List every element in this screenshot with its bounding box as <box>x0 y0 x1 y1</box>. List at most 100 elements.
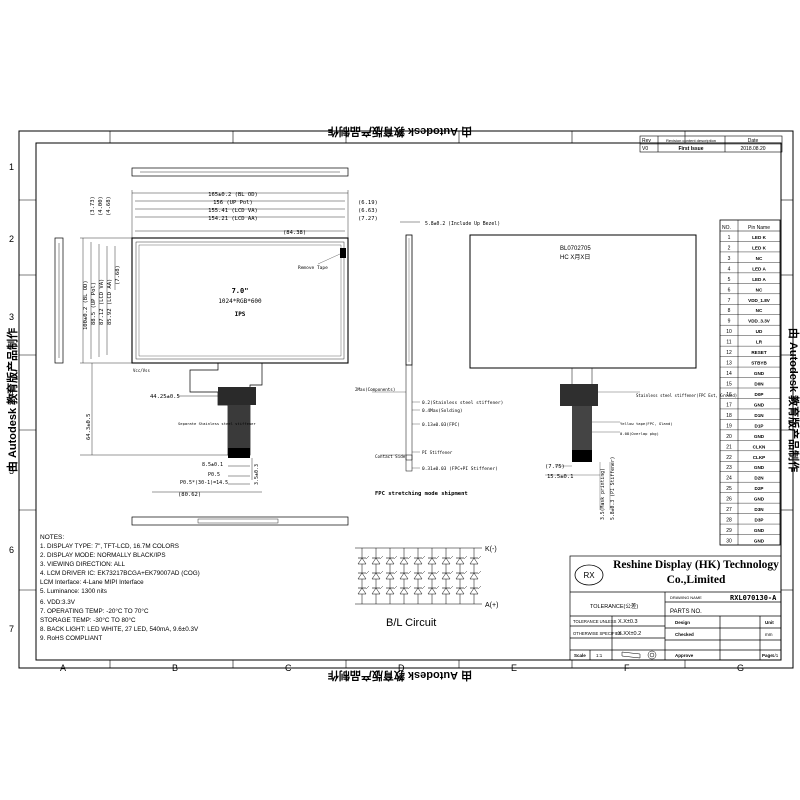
company-logo <box>574 564 604 586</box>
design-label: Design <box>675 620 690 625</box>
left-dimension-lines <box>80 237 132 364</box>
fpc-gold-fingers <box>228 448 250 458</box>
tol-unless-label: TOLERANCE UNLESS <box>573 619 617 624</box>
pin-number: 21 <box>726 444 732 450</box>
back-label-1: BL0702705 <box>560 246 591 252</box>
led-diode-icon <box>385 587 395 595</box>
pin-number: 24 <box>726 476 732 482</box>
pin-name: LR <box>756 340 763 345</box>
dim-583: 5.8±0.3 (PI Stiffener) <box>610 456 616 520</box>
pin-name: VDD_3.3V <box>748 319 771 324</box>
pin-name: LED A <box>752 266 766 271</box>
note-line: 8. BACK LIGHT: LED WHITE, 27 LED, 540mA,… <box>40 626 199 633</box>
back-label-2: HC X月X日 <box>560 254 590 261</box>
pin-number: 12 <box>726 350 732 356</box>
fpc-stiffener-block <box>218 387 256 405</box>
pin-number: 19 <box>726 423 732 429</box>
company-name: Reshine Display (HK) Technology Co.,Limi… <box>613 559 779 586</box>
scale-label: Scale <box>574 653 586 658</box>
side-thickness: 5.8±0.2 (Include Up Bezel) <box>425 221 500 227</box>
led-diode-icon <box>357 572 367 580</box>
back-panel-outline <box>469 234 697 369</box>
led-light-arrow <box>435 555 440 560</box>
led-light-arrow <box>435 570 440 575</box>
pin-number: 9 <box>728 319 731 325</box>
note-line: 9. RoHS COMPLIANT <box>40 635 102 642</box>
pin-name: D3P <box>755 518 764 523</box>
back-steel-note: Stainless steel stiffener(FPC Ext, Groun… <box>636 393 737 398</box>
led-light-arrow <box>407 555 412 560</box>
pin-number: 14 <box>726 371 732 377</box>
pin-number: 27 <box>726 507 732 513</box>
note-line: 6. VDD:3.3V <box>40 599 76 606</box>
pin-number: 18 <box>726 413 732 419</box>
pin-number: 1 <box>728 235 731 241</box>
title-block: RX Reshine Display (HK) Technology Co.,L… <box>569 555 782 661</box>
pin-name: CLKN <box>753 444 766 449</box>
led-light-arrow <box>393 570 398 575</box>
side-pi-stiffener: PI Stiffener <box>422 450 453 455</box>
pin-name: D0N <box>754 382 764 387</box>
pin-number: 13 <box>726 361 732 367</box>
led-light-arrow <box>365 570 370 575</box>
pin-name: CLKP <box>753 455 766 460</box>
led-diode-icon <box>357 587 367 595</box>
dim-35: 3.5(Mask printing) <box>600 468 606 520</box>
led-diode-icon <box>455 587 465 595</box>
tol-unless-value: X.X±0.3 <box>618 619 638 625</box>
led-light-arrow <box>379 555 384 560</box>
pin-number: 26 <box>726 497 732 503</box>
tol-other-label: OTHERWISE SPECIFIED <box>573 631 622 636</box>
pin-number: 28 <box>726 518 732 524</box>
shipment-note: FPC stretching mode shipment <box>375 491 468 497</box>
led-diode-icon <box>455 557 465 565</box>
dim-right-1: (6.19) <box>358 200 378 206</box>
pin-number: 17 <box>726 402 732 408</box>
dim-lcd-va-width: 155.41 (LCD VA) <box>208 208 258 214</box>
dim-155: 15.5±0.1 <box>547 474 574 480</box>
led-diode-icon <box>413 572 423 580</box>
pin-number: 15 <box>726 382 732 388</box>
led-light-arrow <box>477 585 482 590</box>
led-light-arrow <box>435 585 440 590</box>
dim-small-3: (4.68) <box>106 196 112 216</box>
led-grid <box>357 548 482 604</box>
drawing-frame <box>18 130 794 669</box>
led-diode-icon <box>427 587 437 595</box>
back-tape-1: Yellow tape(FPC, Gland) <box>620 421 673 426</box>
row-label: 4 <box>9 388 14 398</box>
page-value: 1/1 <box>772 653 779 658</box>
pin-name: GND <box>754 465 765 470</box>
watermark-top: 由 Autodesk 教育版产品制作 <box>328 125 472 139</box>
dim-conn-e: 3.5±0.3 <box>254 464 260 485</box>
dim-lcd-aa-width: 154.21 (LCD AA) <box>208 216 258 222</box>
dim-lcd-aa-height: 85.92 (LCD AA) <box>107 279 113 325</box>
side-fpc <box>405 365 413 461</box>
column-label: D <box>398 663 405 673</box>
dim-small-2: (4.00) <box>98 196 104 216</box>
circuit-k-label: K(-) <box>485 546 497 553</box>
led-diode-icon <box>413 587 423 595</box>
led-light-arrow <box>421 570 426 575</box>
dim-conn-a: 8.5±0.1 <box>202 462 223 468</box>
pin-name: D2P <box>755 486 764 491</box>
led-diode-icon <box>427 572 437 580</box>
pin-name: GND <box>754 371 765 376</box>
pin-number: 20 <box>726 434 732 440</box>
led-light-arrow <box>449 555 454 560</box>
row-label: 3 <box>9 312 14 322</box>
led-light-arrow <box>449 570 454 575</box>
led-light-arrow <box>421 555 426 560</box>
side-panel-outline <box>405 234 413 366</box>
pin-name: D0P <box>755 392 764 397</box>
rev-col-header: Rev <box>642 138 651 144</box>
circuit-title: B/L Circuit <box>386 617 436 629</box>
led-light-arrow <box>379 585 384 590</box>
drawing-name-label: DRAWING NAME <box>670 595 702 600</box>
note-line: STORAGE TEMP: -30°C TO 80°C <box>40 616 136 624</box>
led-diode-icon <box>385 557 395 565</box>
watermark-left: 由 Autodesk 教育版产品制作 <box>5 328 19 472</box>
led-diode-icon <box>357 557 367 565</box>
